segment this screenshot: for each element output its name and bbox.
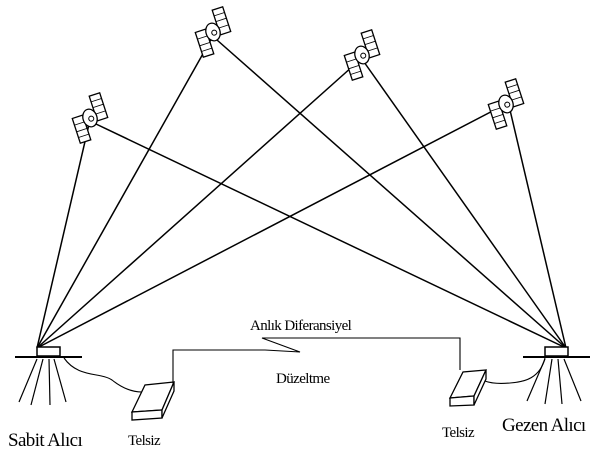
signal-rays [36, 35, 567, 349]
ray-sat4-base [36, 103, 507, 349]
base-radio-label: Telsiz [128, 433, 161, 449]
ray-sat2-base [36, 35, 214, 349]
rover-radio-icon [448, 369, 488, 407]
base-radio-icon [130, 381, 176, 421]
rover-cable [484, 357, 546, 384]
ray-sat4-rover [509, 109, 567, 349]
ray-sat1-rover [95, 123, 567, 349]
ray-sat2-rover [216, 39, 567, 349]
ray-sat1-base [36, 119, 91, 349]
satellite-icon [482, 78, 530, 130]
ray-sat3-base [36, 57, 363, 349]
link-label-line2: Düzeltme [276, 371, 330, 387]
radio-link-path [172, 337, 461, 384]
base-receiver-icon [15, 346, 82, 406]
link-label-line1: Anlık Diferansiyel [250, 318, 352, 334]
base-cable [63, 357, 143, 393]
base-station-label: Sabit Alıcı [8, 430, 82, 451]
satellite-icon [66, 92, 114, 144]
rover-station-label: Gezen Alıcı [502, 415, 586, 436]
ray-sat3-rover [363, 61, 567, 349]
rover-receiver-icon [523, 346, 590, 405]
rover-radio-label: Telsiz [442, 425, 475, 441]
